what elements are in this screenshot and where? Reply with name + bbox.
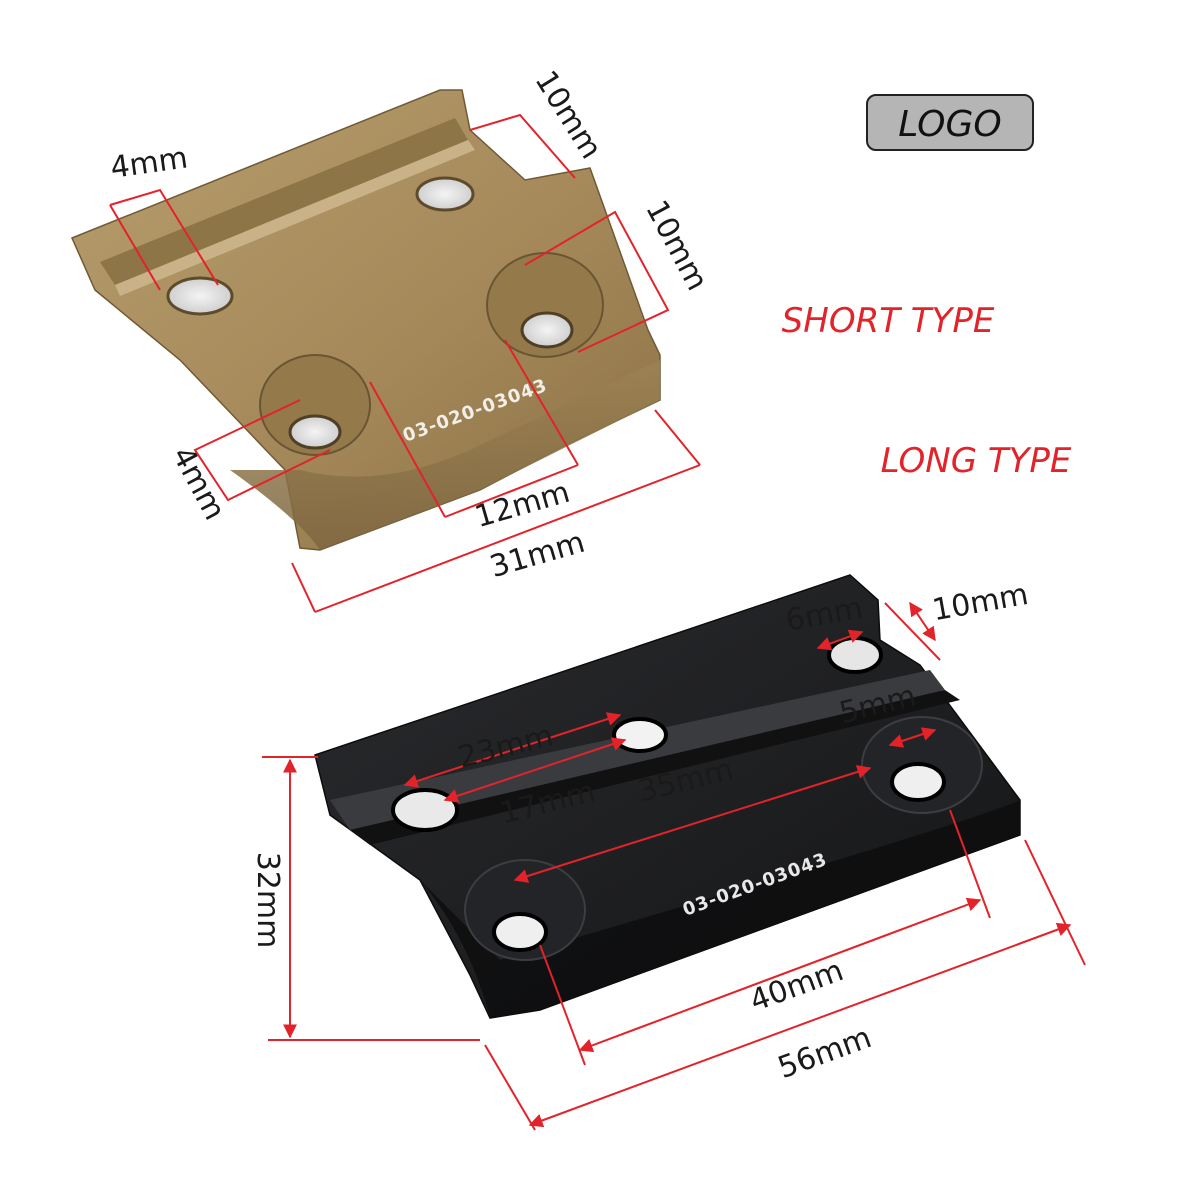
dim-label: 10mm — [930, 577, 1031, 628]
short-plate-dimensions — [109, 113, 701, 613]
dim-label: 32mm — [250, 852, 285, 949]
countersink — [259, 354, 371, 456]
dim-label: 10mm — [528, 65, 609, 165]
hole — [391, 788, 459, 832]
dim-label: 10mm — [638, 195, 714, 297]
hole — [827, 636, 883, 674]
hole — [166, 276, 234, 316]
hole — [492, 912, 548, 952]
dim-label: 31mm — [486, 525, 589, 585]
hole — [520, 311, 574, 349]
long-plate-dimensions — [262, 601, 1086, 1131]
short-type-label: SHORT TYPE — [782, 301, 995, 341]
hole — [612, 717, 668, 753]
logo-badge: LOGO — [866, 94, 1034, 151]
long-type-label: LONG TYPE — [881, 441, 1072, 481]
dim-label: 4mm — [165, 441, 232, 526]
dim-label: 4mm — [108, 140, 190, 185]
hole — [890, 762, 946, 802]
logo-text: LOGO — [898, 104, 1002, 145]
dim-label: 40mm — [745, 953, 848, 1019]
hole — [288, 414, 342, 450]
hole — [415, 176, 475, 212]
